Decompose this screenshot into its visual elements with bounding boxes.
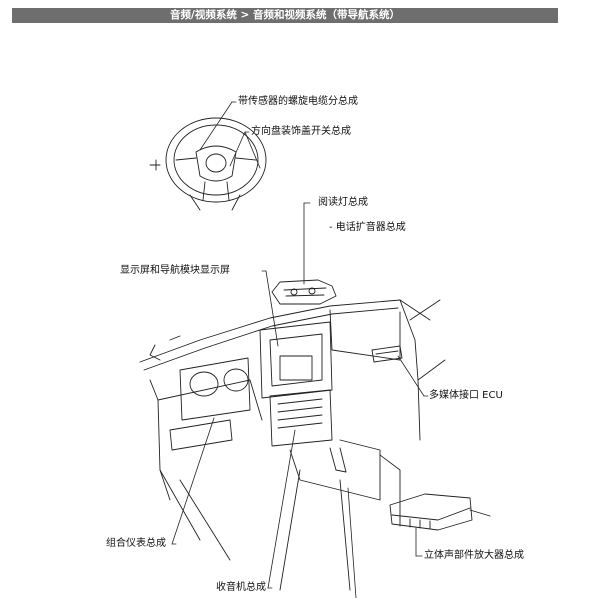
label-reading-lamp: 阅读灯总成 — [318, 197, 368, 208]
steering-wheel-illustration — [149, 117, 267, 211]
stereo-amplifier-illustration — [389, 493, 491, 531]
label-spiral-cable: 带传感器的螺旋电缆分总成 — [238, 96, 358, 107]
reading-lamp-illustration — [271, 279, 337, 305]
label-stereo-amp: 立体声部件放大器总成 — [424, 550, 524, 561]
dashboard-illustration — [139, 299, 446, 591]
leader-lines — [171, 101, 425, 598]
label-display-nav: 显示屏和导航模块显示屏 — [120, 265, 230, 276]
header-bar: 音频/视频系统 > 音频和视频系统（带导航系统） — [12, 8, 558, 23]
label-combination-meter: 组合仪表总成 — [106, 538, 166, 549]
label-radio-receiver: 收音机总成 — [216, 582, 266, 593]
label-multimedia-ecu: 多媒体接口 ECU — [429, 390, 503, 401]
label-telephone-mic: - 电话扩音器总成 — [329, 222, 406, 233]
label-steering-pad-switch: 方向盘装饰盖开关总成 — [251, 126, 351, 137]
label-ticks — [171, 101, 429, 589]
page-title: 音频/视频系统 > 音频和视频系统（带导航系统） — [170, 9, 400, 21]
